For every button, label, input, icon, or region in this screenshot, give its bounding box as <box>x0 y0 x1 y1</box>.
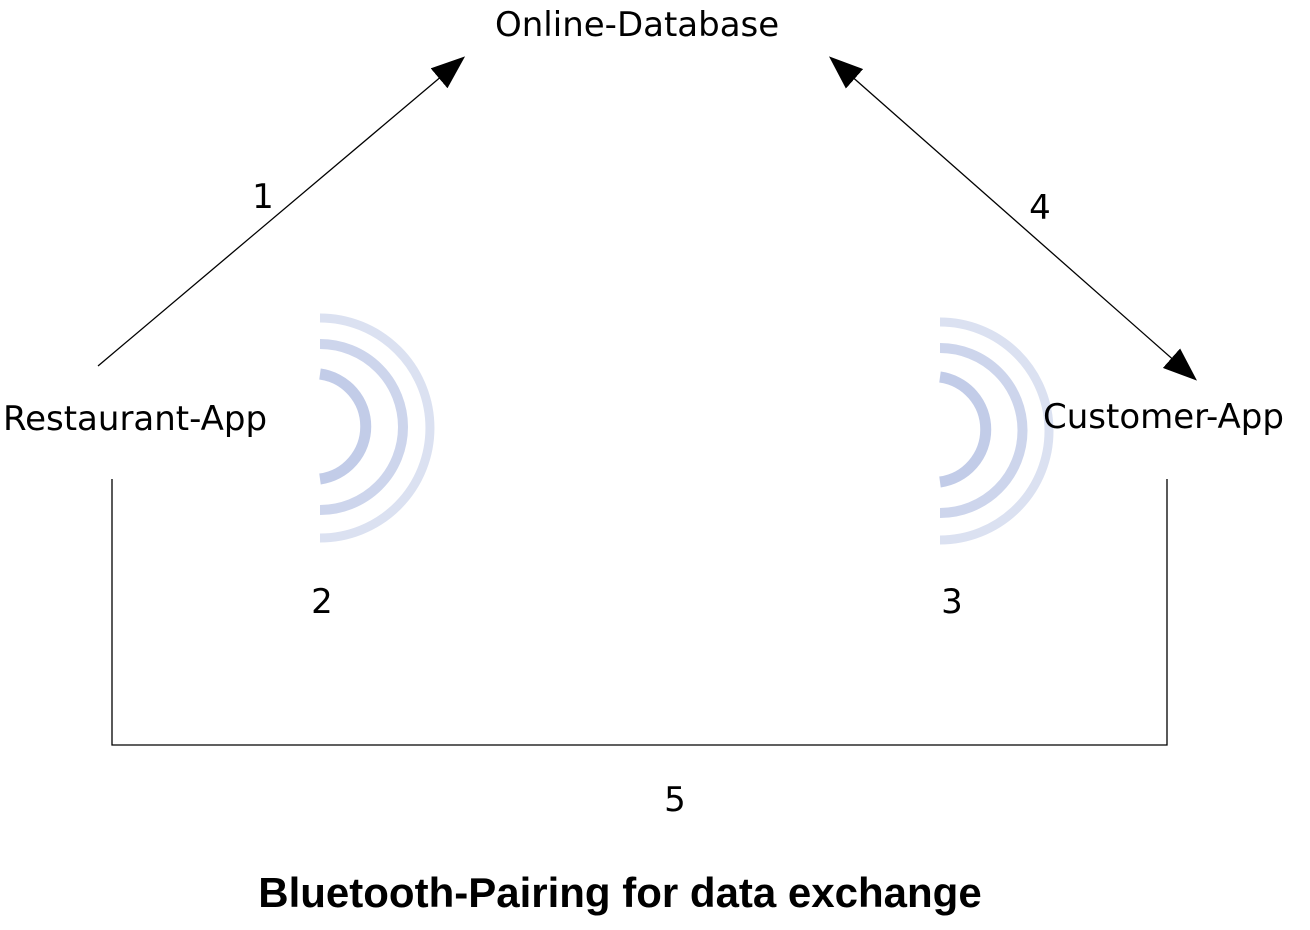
arrow-database-customer-bidirectional <box>828 56 1198 381</box>
step-label-5: 5 <box>664 780 686 820</box>
node-restaurant-app: Restaurant-App <box>3 399 268 439</box>
step-label-4: 4 <box>1029 188 1051 228</box>
arrow-restaurant-to-database <box>97 56 466 367</box>
step-label-3: 3 <box>941 582 963 622</box>
node-customer-app: Customer-App <box>1043 397 1284 437</box>
step-label-1: 1 <box>252 177 274 217</box>
wireless-signal-icon <box>939 317 1054 545</box>
node-online-database: Online-Database <box>495 5 780 45</box>
wireless-signal-icon <box>319 313 435 543</box>
step-label-2: 2 <box>311 582 333 622</box>
diagram-caption: Bluetooth-Pairing for data exchange <box>258 869 982 916</box>
connector-restaurant-customer <box>111 479 1168 746</box>
